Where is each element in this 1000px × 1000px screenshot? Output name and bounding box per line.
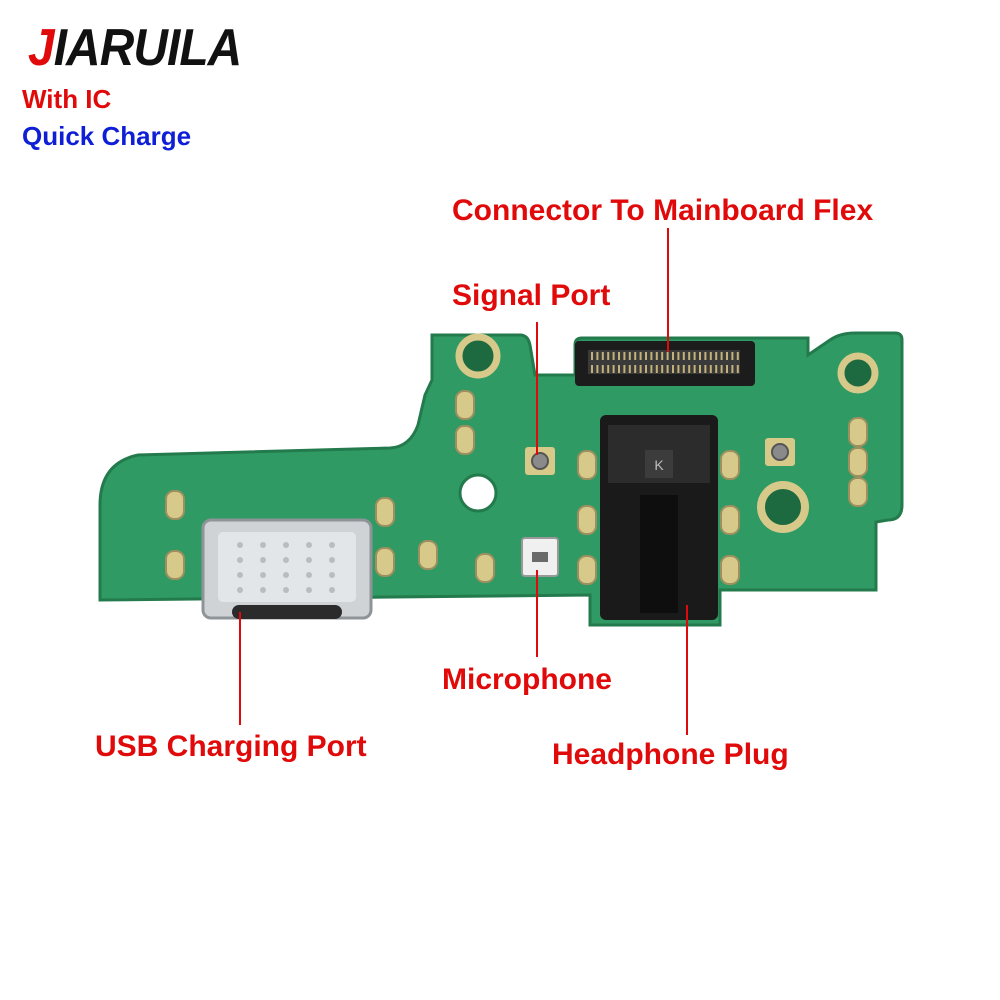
headphone-plug-label: Headphone Plug [552, 738, 789, 771]
usb-c-port [201, 518, 373, 620]
callout-lines [239, 228, 688, 735]
usb-charging-port-label: USB Charging Port [95, 730, 367, 763]
jack-marking: K [654, 457, 664, 473]
brand-logo: JIARUILA [28, 19, 242, 77]
with-ic-tag: With IC [22, 84, 112, 114]
microphone-label: Microphone [442, 663, 612, 696]
signal-port [525, 438, 795, 475]
headphone-jack: K [600, 415, 718, 620]
signal-port-label: Signal Port [452, 279, 611, 312]
mainboard-connector [575, 341, 755, 386]
solder-pads [165, 390, 868, 585]
quick-charge-tag: Quick Charge [22, 121, 192, 151]
mounting-holes [455, 333, 879, 533]
microphone-component [521, 537, 559, 577]
connector-label: Connector To Mainboard Flex [452, 194, 874, 227]
